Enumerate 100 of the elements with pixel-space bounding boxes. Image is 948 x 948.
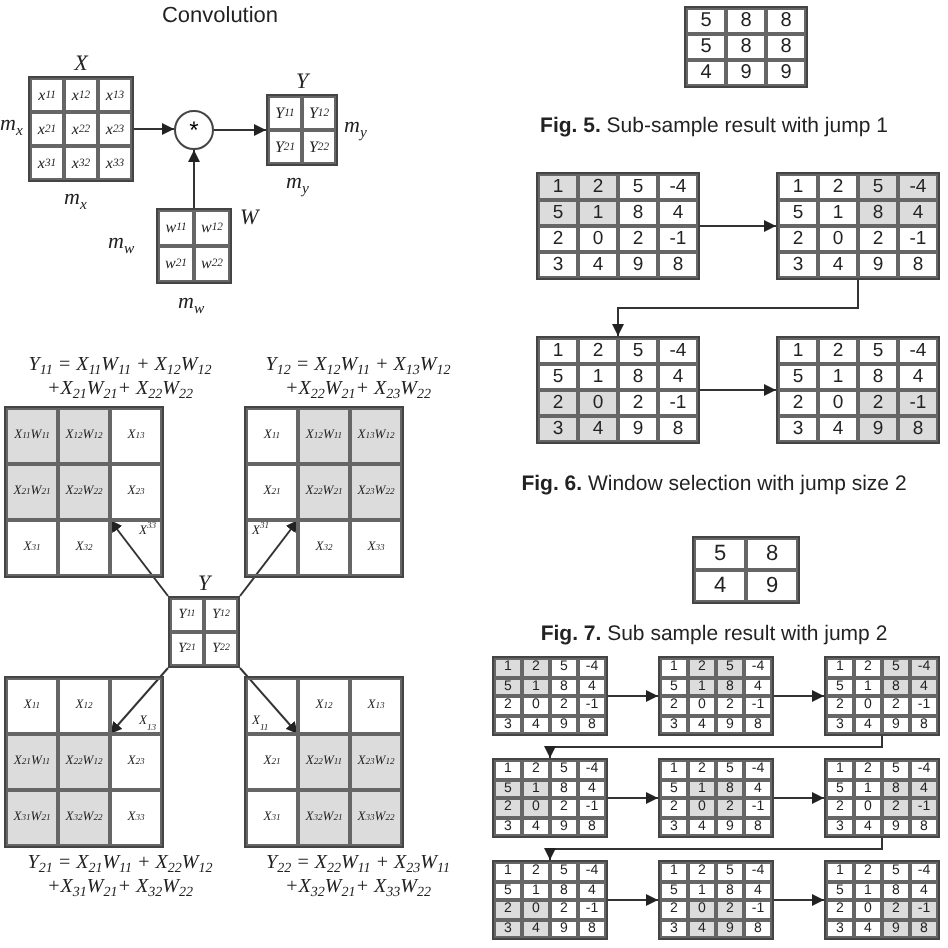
matrix-cell: 4 (898, 200, 938, 226)
matrix-cell: -1 (898, 390, 938, 416)
matrix-name: W (240, 206, 259, 230)
matrix-cell: 4 (686, 60, 726, 86)
matrix-cell: 3 (778, 416, 818, 442)
matrix-table (536, 336, 700, 444)
matrix-cell: 4 (898, 364, 938, 390)
matrix-table (492, 656, 608, 736)
matrix-cell: 1 (818, 200, 858, 226)
matrix-cell: 2 (578, 338, 618, 364)
matrix-cell: 4 (658, 364, 698, 390)
matrix-cell: 5 (686, 8, 726, 34)
matrix-cell: 9 (766, 60, 806, 86)
matrix-cell: 5 (694, 538, 746, 570)
matrix-cell: 1 (538, 338, 578, 364)
matrix-table (492, 758, 608, 838)
matrix-cell: 9 (858, 252, 898, 278)
matrix-cell: 8 (898, 252, 938, 278)
matrix-table (492, 860, 608, 940)
matrix-table (824, 860, 940, 940)
matrix-cell: 9 (746, 570, 798, 602)
matrix-cell: 2 (618, 390, 658, 416)
matrix-cell: 0 (818, 226, 858, 252)
arrow (773, 894, 825, 906)
matrix-cell: 2 (858, 226, 898, 252)
matrix-table (824, 656, 940, 736)
matrix-cell: 4 (694, 570, 746, 602)
matrix-cell: 5 (538, 200, 578, 226)
matrix-cell: -1 (658, 390, 698, 416)
arrow (239, 667, 299, 735)
matrix-cell: 8 (766, 34, 806, 60)
arrow (607, 690, 659, 702)
dimension-label: m$_{y}$ (286, 170, 309, 194)
matrix-cell: 5 (778, 364, 818, 390)
matrix-cell: 5 (858, 174, 898, 200)
arrow (544, 735, 883, 759)
matrix-cell: 5 (618, 338, 658, 364)
matrix-cell: 0 (578, 226, 618, 252)
matrix-table (692, 536, 800, 604)
matrix-table (658, 758, 774, 838)
matrix-table (658, 656, 774, 736)
figure-caption: Fig. 6. Window selection with jump size 2 (519, 472, 909, 496)
matrix-cell: 1 (778, 338, 818, 364)
arrow (699, 220, 777, 232)
matrix-cell: 8 (618, 364, 658, 390)
matrix-cell: 3 (538, 252, 578, 278)
matrix-table (824, 758, 940, 838)
matrix-cell: 2 (818, 338, 858, 364)
matrix-name: X (71, 52, 91, 76)
operator-circle: * (174, 110, 214, 150)
matrix-cell: 4 (658, 200, 698, 226)
matrix-cell: 4 (818, 416, 858, 442)
matrix-cell: 8 (726, 8, 766, 34)
matrix-cell: 9 (618, 416, 658, 442)
arrow (607, 792, 659, 804)
matrix-cell: 8 (858, 364, 898, 390)
matrix-name: Y (195, 572, 214, 596)
matrix-cell: 3 (778, 252, 818, 278)
matrix-cell: 8 (746, 538, 798, 570)
arrow (607, 894, 659, 906)
dimension-label: m$_{x}$ (0, 112, 23, 136)
matrix-cell: 1 (818, 364, 858, 390)
matrix-cell: 8 (726, 34, 766, 60)
matrix-cell: 1 (778, 174, 818, 200)
matrix-cell: 2 (578, 174, 618, 200)
matrix-cell: 2 (818, 174, 858, 200)
matrix-cell: 0 (818, 390, 858, 416)
matrix-cell: -4 (658, 338, 698, 364)
matrix-cell: 2 (538, 390, 578, 416)
matrix-cell: 2 (618, 226, 658, 252)
arrow (239, 519, 299, 597)
arrow (109, 667, 169, 735)
matrix-cell: 8 (858, 200, 898, 226)
arrow (188, 149, 200, 209)
matrix-cell: -4 (658, 174, 698, 200)
matrix-cell: 5 (538, 364, 578, 390)
matrix-cell: 5 (778, 200, 818, 226)
matrix-cell: 9 (618, 252, 658, 278)
matrix-table (684, 6, 808, 88)
matrix-cell: 0 (578, 390, 618, 416)
arrow (612, 279, 859, 337)
figure-caption: Fig. 7. Sub sample result with jump 2 (538, 622, 890, 646)
dimension-label: m$_{w}$ (178, 290, 205, 314)
dimension-label: m$_{x}$ (64, 186, 87, 210)
matrix-cell: 5 (686, 34, 726, 60)
matrix-cell: 8 (898, 416, 938, 442)
matrix-cell: 3 (538, 416, 578, 442)
dimension-label: m$_{w}$ (108, 230, 135, 254)
arrow (773, 690, 825, 702)
matrix-cell: 8 (658, 416, 698, 442)
matrix-cell: -1 (898, 226, 938, 252)
matrix-cell: 1 (538, 174, 578, 200)
arrow (544, 837, 883, 861)
arrow (133, 123, 175, 135)
matrix-cell: 4 (818, 252, 858, 278)
panel-title: Convolution (159, 4, 281, 28)
matrix-cell: -4 (898, 174, 938, 200)
figure-caption: Fig. 5. Sub-sample result with jump 1 (538, 114, 890, 138)
matrix-cell: -1 (658, 226, 698, 252)
matrix-cell: 8 (766, 8, 806, 34)
